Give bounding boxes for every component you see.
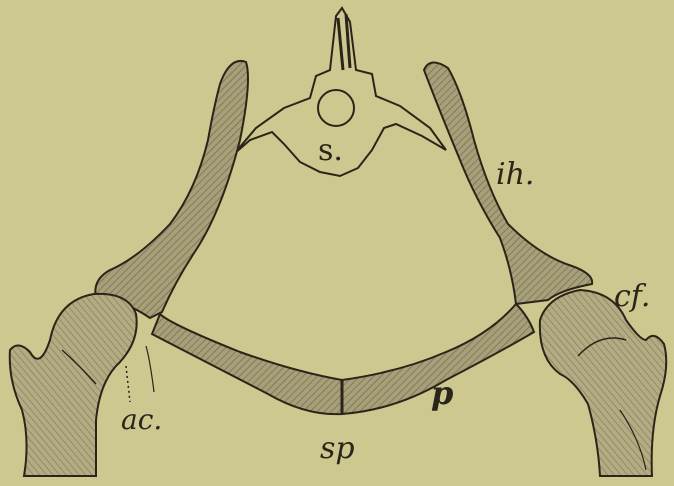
sacrum-label: s.: [318, 136, 343, 166]
left-pubis: [152, 314, 342, 414]
pubis-label: p: [431, 377, 453, 409]
left-ilium: [95, 61, 248, 318]
femur-head-label: cf.: [614, 282, 650, 312]
symphysis-label: sp: [320, 434, 355, 464]
ilium-label: ih.: [496, 160, 534, 190]
right-femur: [540, 290, 666, 476]
ac-leader-line: [126, 366, 130, 402]
acetabulum-label: ac.: [121, 406, 162, 434]
left-femur: [10, 294, 137, 476]
